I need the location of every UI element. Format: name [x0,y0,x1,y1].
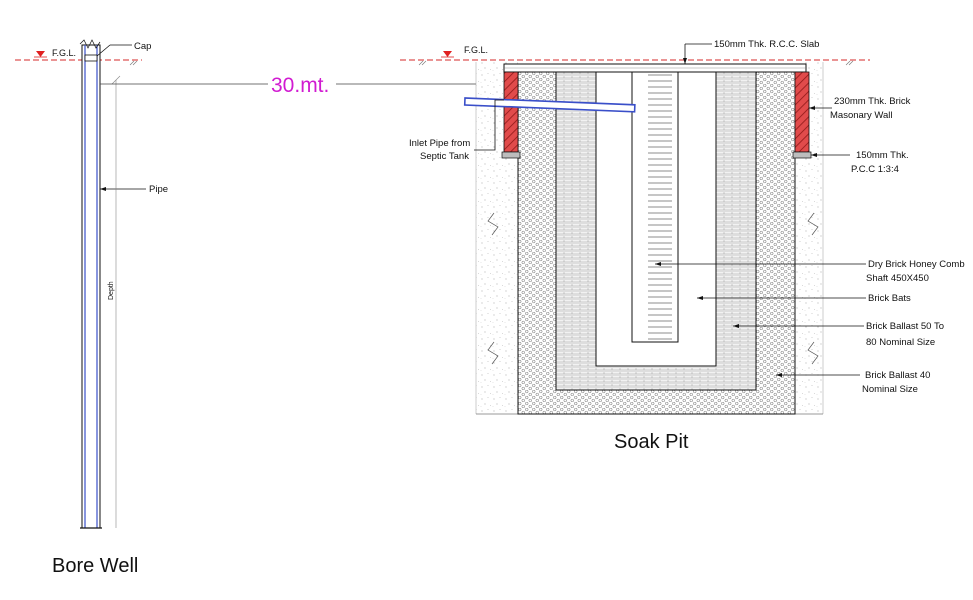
distance-label: 30.mt. [271,74,329,97]
pcc-label-line1: 150mm Thk. [856,150,909,161]
ballast40-leader-arrow-icon [776,373,782,377]
inlet-pipe [463,97,636,113]
soak-pit-fgl-label: F.G.L. [464,45,488,55]
depth-tick-top [111,75,121,85]
cap-label: Cap [134,41,151,52]
shaft-leader-arrow-icon [655,262,661,266]
ballast40-label-line1: Brick Ballast 40 [865,370,930,381]
inlet-label-line2: Septic Tank [420,151,469,162]
pcc-footing-left [501,151,521,159]
ballast50-label-line2: 80 Nominal Size [866,337,935,348]
brick-wall-leader-arrow-icon [809,106,815,110]
brick-wall-label-line2: Masonary Wall [830,110,892,121]
rcc-slab-label: 150mm Thk. R.C.C. Slab [714,39,819,50]
level-marker-icon [36,51,45,57]
bore-well-fgl-label: F.G.L. [52,48,76,58]
bore-well-title: Bore Well [52,555,138,577]
soak-pit-title: Soak Pit [614,431,689,453]
shaft-label-line2: Shaft 450X450 [866,273,929,284]
brick-wall-label-line1: 230mm Thk. Brick [834,96,911,107]
ground-hatch-icon [129,60,138,66]
brick-bats-leader-arrow-icon [697,296,703,300]
brick-wall-right [794,71,810,153]
honeycomb-shaft [631,71,679,343]
pipe-leader-arrow-icon [100,187,106,191]
break-symbol-icon [79,39,101,49]
bore-well-section: F.G.L. Cap Pipe Depth Bore Well [15,39,168,577]
inlet-leader [474,99,504,151]
ballast50-leader-arrow-icon [733,324,739,328]
inlet-label-line1: Inlet Pipe from [409,138,470,149]
pipe-label: Pipe [149,184,168,195]
distance-indicator: 30.mt. [100,74,486,97]
pcc-footing-right [792,151,812,159]
soak-pit-section: F.G.L. [400,39,965,453]
pcc-leader-arrow-icon [811,153,817,157]
ballast40-label-line2: Nominal Size [862,384,918,395]
rcc-leader-arrow-icon [683,58,687,64]
brick-wall-left [503,71,519,153]
pcc-label-line2: P.C.C 1:3:4 [851,164,899,175]
shaft-label-line1: Dry Brick Honey Comb [868,259,965,270]
bore-well-cap [84,54,98,62]
brick-bats-label: Brick Bats [868,293,911,304]
ground-hatch-icon [418,60,854,66]
depth-label: Depth [108,281,115,300]
break-symbol-icon [487,212,819,365]
level-marker-icon [443,51,452,57]
cap-leader [96,44,111,57]
ballast50-label-line1: Brick Ballast 50 To [866,321,944,332]
